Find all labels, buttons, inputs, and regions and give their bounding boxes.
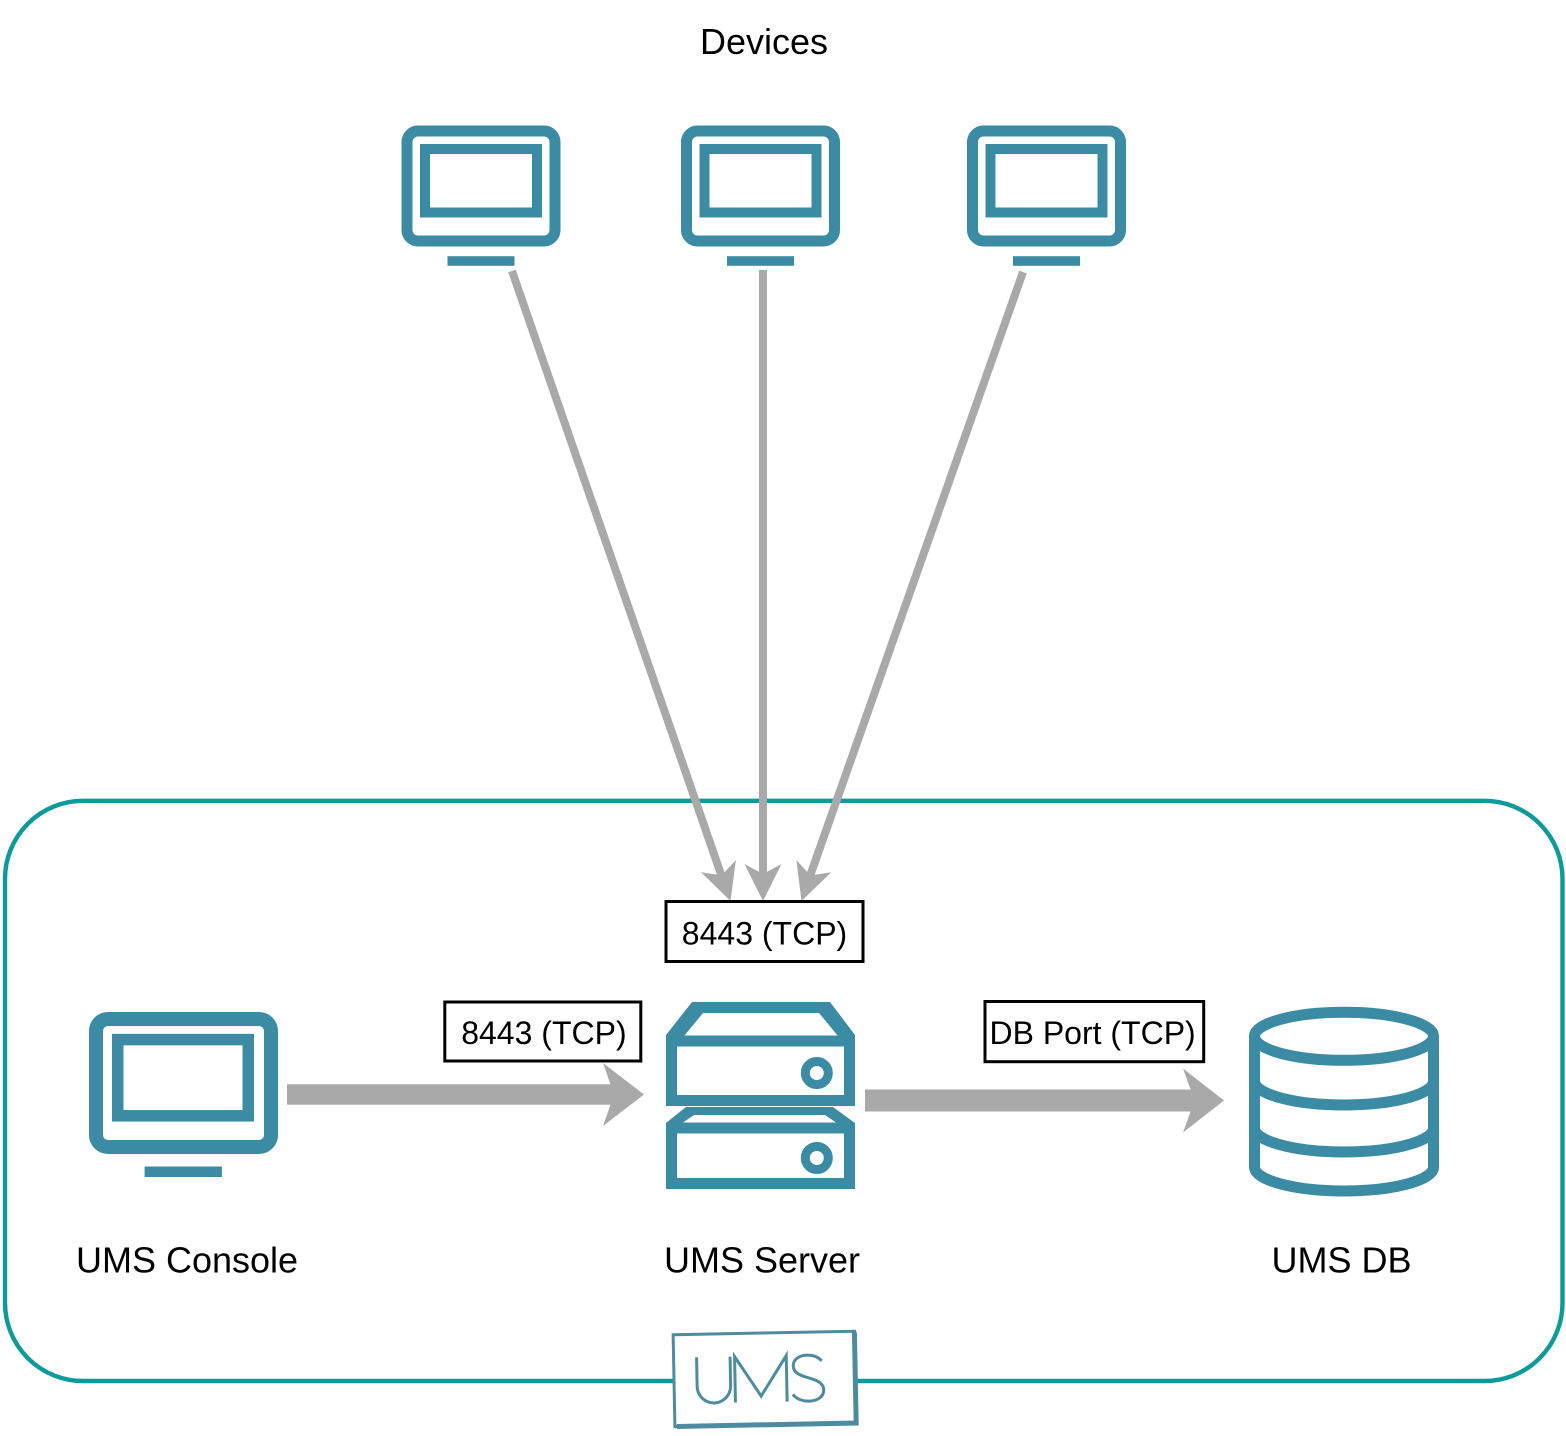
svg-text:UMS Console: UMS Console [76,1240,298,1281]
svg-text:Devices: Devices [700,21,828,62]
svg-text:8443 (TCP): 8443 (TCP) [461,1015,626,1051]
svg-text:8443 (TCP): 8443 (TCP) [682,915,847,951]
svg-text:UMS Server: UMS Server [664,1240,860,1281]
svg-text:UMS DB: UMS DB [1271,1240,1411,1281]
svg-text:DB Port (TCP): DB Port (TCP) [989,1015,1195,1051]
